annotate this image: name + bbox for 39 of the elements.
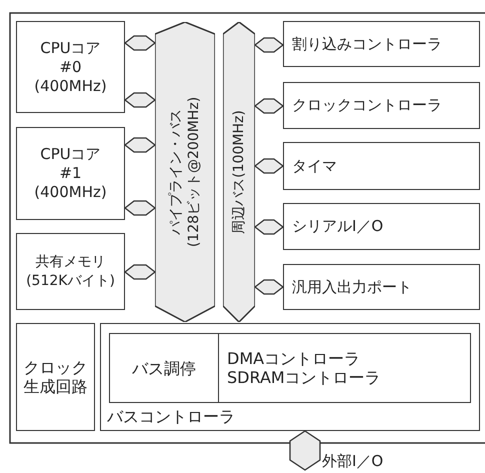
bus-connector xyxy=(124,200,156,216)
edge-label: 外部I／O xyxy=(322,452,384,471)
bus-connector xyxy=(254,158,284,174)
block-box xyxy=(283,82,480,129)
block-box xyxy=(16,233,125,310)
block-label: バスコントローラ xyxy=(107,407,235,426)
bus-connector xyxy=(124,264,156,280)
block-box xyxy=(283,142,480,190)
block-box xyxy=(283,264,480,310)
block-label: 汎用入出力ポート xyxy=(292,278,412,296)
block-box xyxy=(16,21,125,113)
bus-connector xyxy=(124,137,156,153)
bus-connector xyxy=(289,430,321,471)
block-label: クロック生成回路 xyxy=(22,358,88,396)
block-box xyxy=(283,21,480,67)
block-label: シリアルI／O xyxy=(292,217,384,236)
bus-connector xyxy=(124,92,156,108)
bus-label: 周辺バス(100MHz) xyxy=(230,109,248,236)
bus-connector xyxy=(254,98,284,114)
block-box xyxy=(218,333,471,403)
bus-connector xyxy=(254,37,284,53)
bus-connector xyxy=(124,35,156,51)
block-label: CPUコア #1 (400MHz) xyxy=(33,145,108,202)
block-label: SDRAMコントローラ xyxy=(227,368,381,387)
block-label: DMAコントローラ xyxy=(227,349,362,368)
block-label: 共有メモリ (512Kバイト) xyxy=(25,252,116,290)
block-box xyxy=(16,323,95,431)
bus-connector xyxy=(254,219,284,235)
block-label: CPUコア #0 (400MHz) xyxy=(33,38,108,96)
block-box xyxy=(109,333,219,403)
bus-connector xyxy=(254,279,284,295)
block-label: タイマ xyxy=(292,156,337,176)
controller-box xyxy=(100,323,480,431)
block-label: バス調停 xyxy=(132,358,196,378)
bus-label: パイプライン・バス (128ビット@200MHz) xyxy=(167,96,203,250)
block-box xyxy=(283,203,480,250)
block-box xyxy=(16,127,125,220)
block-label: 割り込みコントローラ xyxy=(292,34,442,54)
block-label: クロックコントローラ xyxy=(292,96,442,115)
